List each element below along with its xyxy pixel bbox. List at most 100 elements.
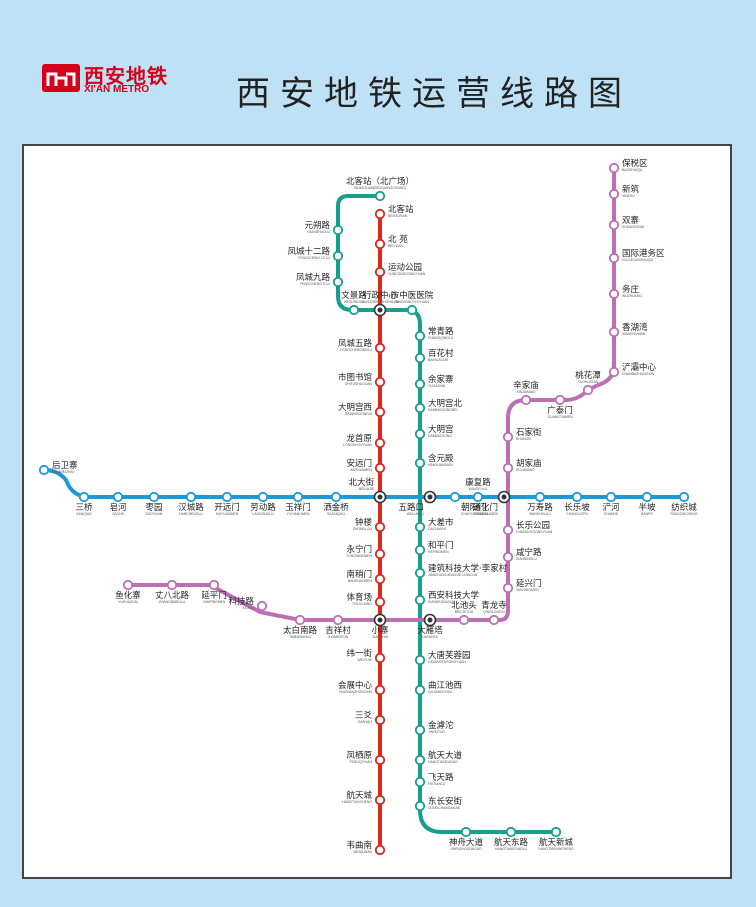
station-marker	[414, 352, 426, 364]
station-marker	[374, 714, 386, 726]
station-name: 国际港务区	[622, 248, 665, 259]
station-marker	[641, 491, 653, 503]
station-beikezhan_bei[interactable]: 北客站（北广场）BEIKEZHAN(BEIGUANGCHANG)	[346, 176, 414, 202]
station-name-en: CHANBAZHONGXIN	[622, 372, 655, 376]
station-name: 朝阳门	[461, 502, 487, 513]
station-name: 青龙寺	[481, 600, 507, 611]
station-name-en: BANPO	[641, 512, 653, 516]
station-marker	[414, 594, 426, 606]
station-name-en: HEPINGMEN	[428, 550, 449, 554]
station-marker	[406, 304, 418, 316]
